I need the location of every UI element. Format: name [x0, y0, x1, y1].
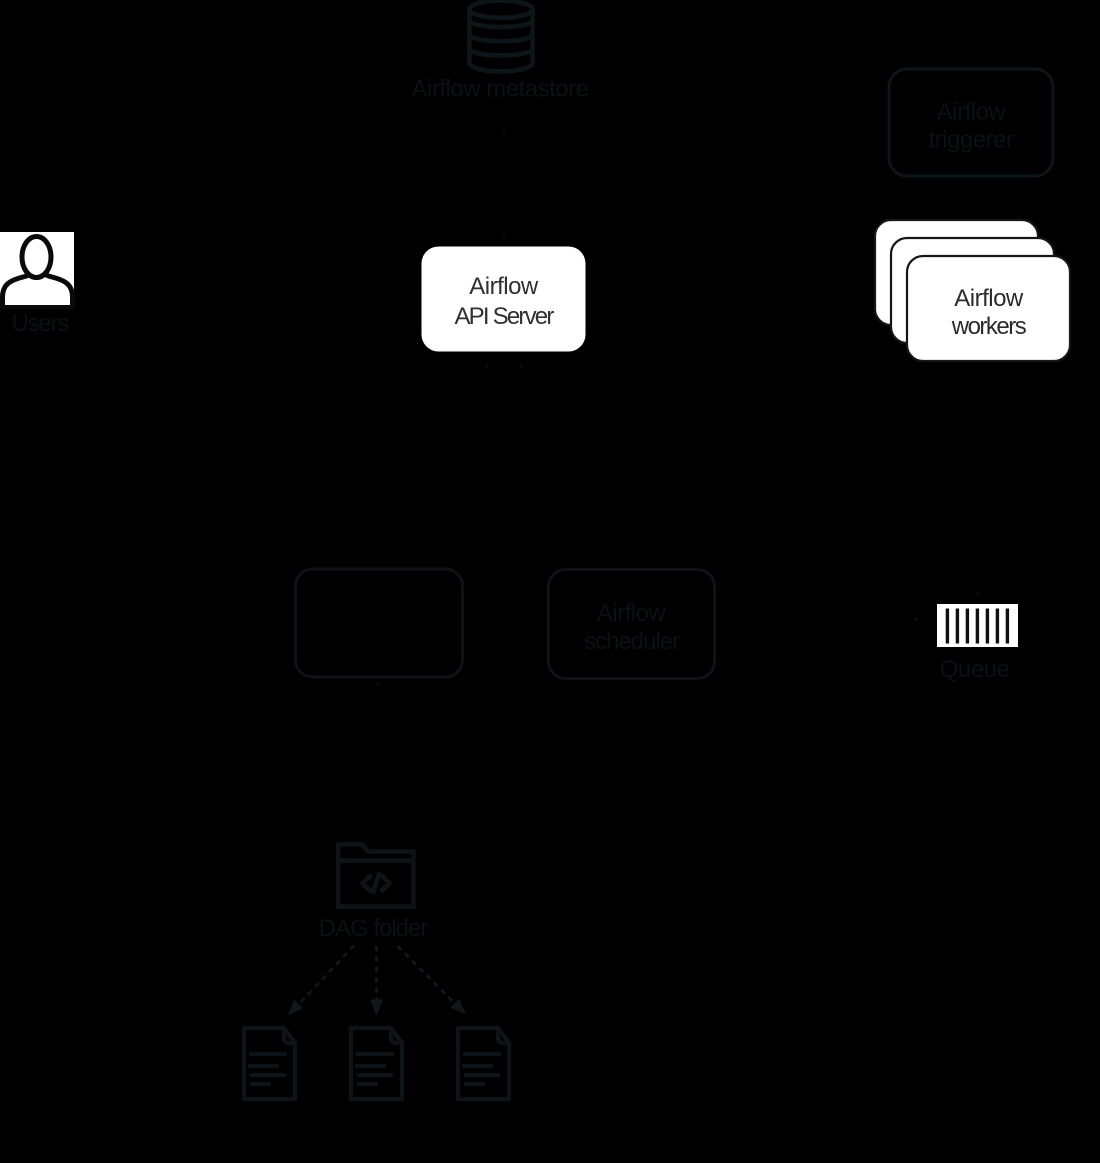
- svg-text:API Server: API Server: [454, 303, 554, 330]
- svg-text:Airflow: Airflow: [597, 600, 667, 627]
- svg-text:Airflow: Airflow: [469, 273, 539, 300]
- svg-text:Airflow: Airflow: [954, 285, 1024, 312]
- svg-text:Airflow metastore: Airflow metastore: [412, 76, 589, 103]
- svg-text:scheduler: scheduler: [584, 628, 680, 655]
- svg-text:Airflow: Airflow: [937, 99, 1007, 126]
- svg-text:Queue: Queue: [940, 656, 1010, 683]
- svg-text:triggerer: triggerer: [929, 127, 1014, 154]
- svg-text:Users: Users: [12, 310, 70, 337]
- svg-text:DAG folder: DAG folder: [319, 915, 429, 942]
- svg-text:workers: workers: [951, 313, 1027, 340]
